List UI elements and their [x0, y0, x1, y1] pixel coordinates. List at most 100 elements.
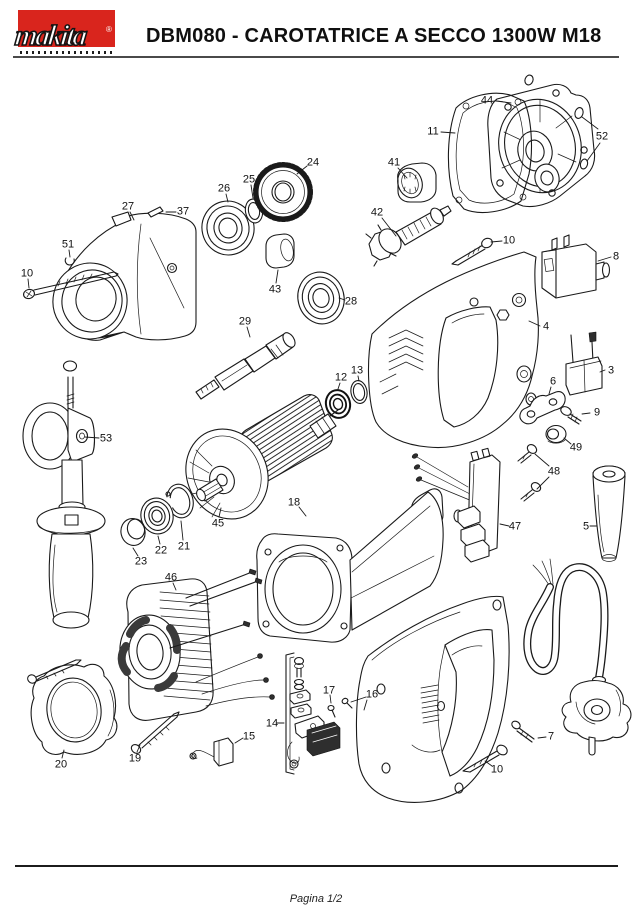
- part-number-label: 15: [243, 731, 255, 743]
- screw-part: [327, 704, 336, 718]
- footer-divider: [15, 865, 618, 867]
- leader-line: [534, 453, 550, 467]
- leader-line: [132, 547, 139, 557]
- part-number-label: 14: [266, 718, 278, 730]
- part-number-label: 44: [481, 95, 493, 107]
- leader-line: [329, 694, 332, 704]
- leader-line: [250, 184, 254, 199]
- leader-line: [581, 116, 599, 130]
- armature-part: [185, 394, 339, 520]
- leader-line: [68, 249, 71, 258]
- screw-part: [511, 720, 535, 743]
- screws-part: [27, 659, 180, 754]
- part-number-label: 24: [307, 157, 319, 169]
- part-number-label: 28: [345, 296, 357, 308]
- brush-holder-part: [565, 331, 603, 396]
- switch-part: [541, 234, 611, 299]
- leader-line: [296, 165, 308, 175]
- leader-line: [338, 297, 346, 301]
- leader-line: [84, 436, 100, 439]
- leader-line: [537, 736, 547, 739]
- leader-line: [484, 760, 493, 767]
- part-number-label: 52: [596, 131, 608, 143]
- leader-line: [234, 737, 244, 744]
- part-number-label: 49: [570, 442, 582, 454]
- part-number-label: 3: [608, 365, 614, 377]
- part-number-label: 37: [177, 206, 189, 218]
- page-number: Pagina 1/2: [289, 893, 343, 905]
- part-number-label: 4: [543, 321, 549, 333]
- leader-line: [563, 437, 572, 445]
- leader-line: [495, 100, 512, 104]
- leader-line: [350, 696, 367, 703]
- part-number-label: 43: [269, 284, 281, 296]
- leader-line: [225, 193, 229, 203]
- motor-housing-part: [367, 251, 539, 449]
- gear-shaft-part: [365, 205, 452, 267]
- bearing-part: [297, 271, 345, 325]
- part-number-label: 23: [135, 556, 147, 568]
- clip-part: [64, 257, 75, 266]
- leader-line: [581, 412, 591, 415]
- part-number-label: 9: [594, 407, 600, 419]
- handle-cover-part: [355, 595, 510, 803]
- part-number-label: 10: [21, 268, 33, 280]
- leader-line: [536, 476, 550, 490]
- part-number-label: 11: [427, 126, 438, 138]
- part-number-label: 13: [351, 365, 363, 377]
- motor-barrel-part: [256, 488, 444, 643]
- cap-part: [545, 424, 567, 444]
- makita-logo: [18, 10, 115, 47]
- screw-part: [560, 406, 582, 425]
- part-number-label: 16: [366, 689, 378, 701]
- leader-line: [528, 320, 541, 327]
- spindle-part: [195, 332, 296, 400]
- cap-part: [120, 518, 146, 546]
- leader-line: [597, 256, 612, 262]
- needle-bearing-part: [397, 162, 437, 203]
- leader-line: [27, 278, 30, 289]
- leader-line: [599, 369, 606, 373]
- leader-line: [490, 240, 503, 243]
- o-rings-part: [524, 74, 589, 170]
- part-number-label: 53: [100, 433, 112, 445]
- cord-guard-part: [592, 465, 626, 562]
- registered-trademark-icon: ®: [106, 25, 112, 34]
- part-number-label: 7: [548, 731, 554, 743]
- part-number-label: 12: [335, 372, 347, 384]
- page-title: DBM080 - CAROTATRICE A SECCO 1300W M18: [146, 25, 602, 47]
- part-number-label: 10: [503, 235, 515, 247]
- makita-logo-serration: [20, 51, 115, 54]
- ring-part: [350, 380, 368, 404]
- part-number-label: 27: [122, 201, 134, 213]
- leader-line: [381, 217, 397, 237]
- pin-part: [147, 206, 164, 218]
- part-number-label: 29: [239, 316, 251, 328]
- bracket-group-part: [285, 652, 341, 775]
- screw-part: [451, 237, 493, 266]
- leader-line: [157, 535, 161, 545]
- part-number-label: 47: [509, 521, 521, 533]
- controller-part: [411, 447, 501, 563]
- leader-line: [440, 131, 456, 134]
- part-number-label: 19: [129, 753, 141, 765]
- part-number-label: 42: [371, 207, 383, 219]
- leader-line: [337, 382, 341, 390]
- leader-line: [180, 520, 184, 541]
- power-cord-part: [523, 558, 632, 756]
- gear-cover-part: [487, 83, 596, 208]
- screw-part: [23, 271, 119, 300]
- leader-line: [357, 375, 360, 382]
- part-number-label: 20: [55, 759, 67, 771]
- part-number-label: 6: [550, 376, 556, 388]
- leader-line: [548, 386, 552, 395]
- part-number-label: 46: [165, 572, 177, 584]
- bearing-part: [201, 200, 255, 256]
- leader-line: [499, 523, 510, 527]
- link-plate-part: [519, 391, 566, 425]
- part-number-label: 45: [212, 518, 224, 530]
- part-number-label: 21: [178, 541, 190, 553]
- leader-line: [218, 507, 222, 518]
- gear-part: [253, 162, 313, 222]
